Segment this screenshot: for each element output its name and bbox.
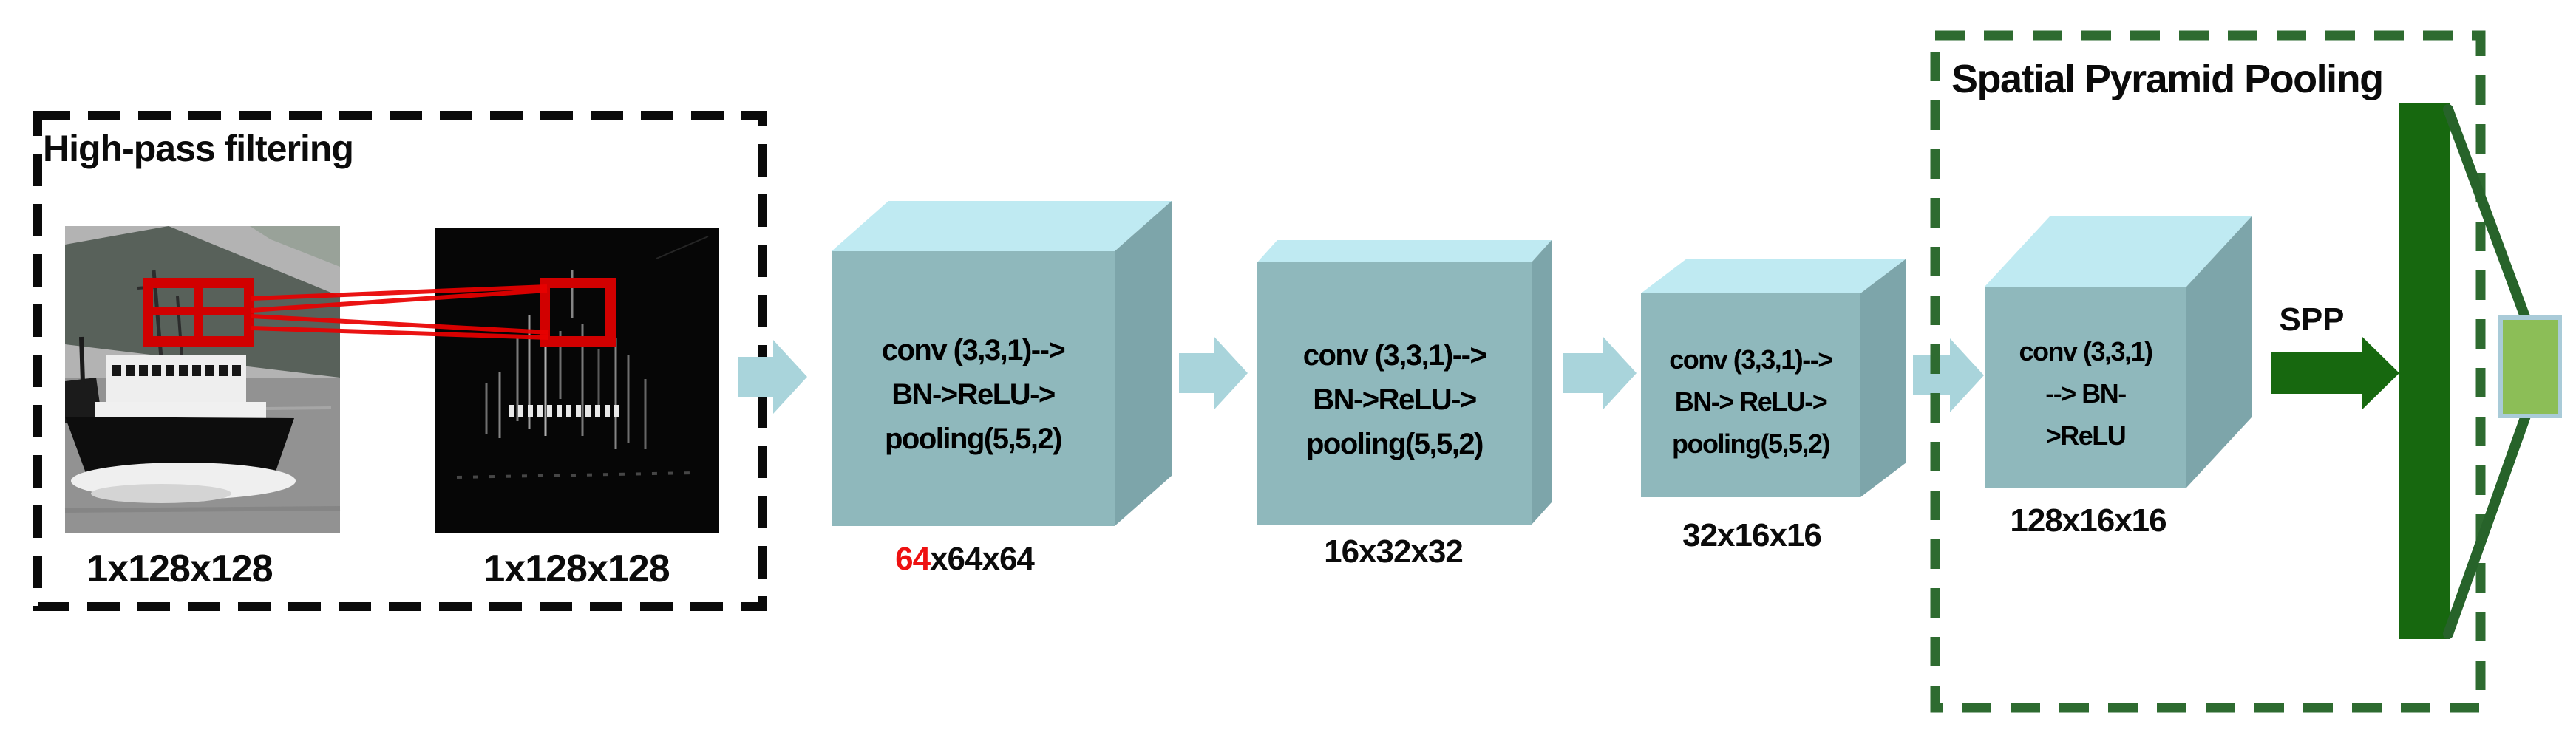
right-arrow-icon (1913, 338, 1984, 412)
cube-top-face (1641, 259, 1906, 293)
spp-concat-bar (2399, 103, 2450, 639)
crane-pole (79, 336, 85, 383)
cube-side-face (1860, 259, 1906, 497)
cube-front-face (1257, 262, 1532, 525)
conv-block-4-text: conv (3,3,1) --> BN- >ReLU (1985, 287, 2186, 488)
spp-group-border (1930, 30, 2486, 713)
input-image-label: 1x128x128 (86, 547, 273, 590)
cube-side-face (2186, 216, 2252, 488)
crane (65, 378, 102, 423)
right-arrow-icon (738, 340, 807, 414)
filtered-image-label: 1x128x128 (483, 547, 670, 590)
patch-box-target (540, 278, 616, 347)
edge-railing-dashes (509, 405, 619, 417)
bow-wake-2 (91, 484, 231, 503)
conv-block-4 (1985, 216, 2252, 488)
highpass-group-title: High-pass filtering (43, 128, 354, 169)
water-streak (64, 506, 341, 513)
conv-line: BN->ReLU-> (1313, 383, 1477, 416)
conv-line: pooling(5,5,2) (885, 423, 1063, 455)
conv-line: conv (3,3,1)--> (1302, 338, 1487, 372)
conv-block-2-text: conv (3,3,1)--> BN->ReLU-> pooling(5,5,2… (1257, 262, 1532, 525)
conv-line: --> BN- (2045, 378, 2127, 409)
bridge-windows (112, 365, 241, 376)
dim-rest: x64x64 (930, 541, 1035, 577)
spp-arrow-label: SPP (2279, 301, 2345, 338)
cube-side-face (1532, 240, 1552, 525)
conv-line: conv (3,3,1)--> (1669, 344, 1833, 375)
cube-front-face (832, 251, 1115, 526)
spp-funnel-line-top (2443, 104, 2532, 326)
conv-line: pooling(5,5,2) (1306, 427, 1484, 460)
spp-group-title: Spatial Pyramid Pooling (1951, 57, 2384, 101)
conv-line: >ReLU (2045, 420, 2127, 451)
conv-block-3-dim: 32x16x16 (1682, 517, 1822, 553)
conv-line: BN->ReLU-> (891, 378, 1056, 411)
right-arrow-icon (1179, 336, 1248, 410)
ship-photo (64, 226, 341, 533)
conv-block-1 (832, 201, 1172, 526)
edge-bottom-noise (456, 471, 694, 479)
edge-image-bg (435, 228, 719, 533)
cube-side-face (1115, 201, 1172, 526)
conv-block-3-text: conv (3,3,1)--> BN-> ReLU-> pooling(5,5,… (1641, 293, 1860, 497)
cube-top-face (1257, 240, 1552, 262)
right-arrow-icon (1563, 336, 1637, 410)
mast (176, 296, 183, 358)
cube-front-face (1641, 293, 1860, 497)
spp-output-box (2498, 315, 2562, 418)
conv-block-1-dim: 64x64x64 (817, 541, 1112, 578)
spp-arrow-icon (2271, 337, 2399, 409)
highpass-filtered-image (435, 228, 719, 533)
edge-faint-diagonal (656, 236, 709, 259)
patch-correspondence-lines (251, 284, 549, 340)
hull (65, 417, 294, 473)
patch-annotation (143, 278, 616, 347)
conv-block-2 (1257, 240, 1552, 525)
conv-line: pooling(5,5,2) (1672, 428, 1831, 459)
dim-highlight: 64 (895, 541, 931, 577)
conv-line: conv (3,3,1)--> (881, 334, 1066, 366)
conv-block-3 (1641, 259, 1906, 497)
cube-top-face (832, 201, 1172, 251)
cube-front-face (1985, 287, 2186, 488)
conv-block-1-text: conv (3,3,1)--> BN->ReLU-> pooling(5,5,2… (832, 251, 1115, 526)
conv-block-4-dim: 128x16x16 (2010, 502, 2167, 539)
spp-funnel-line-bottom (2443, 409, 2532, 639)
cube-top-face (1985, 216, 2252, 287)
conv-line: conv (3,3,1) (2019, 335, 2153, 366)
conv-block-2-dim: 16x32x32 (1324, 533, 1464, 570)
conv-line: BN-> ReLU-> (1674, 386, 1828, 417)
mountain-haze (250, 226, 340, 267)
